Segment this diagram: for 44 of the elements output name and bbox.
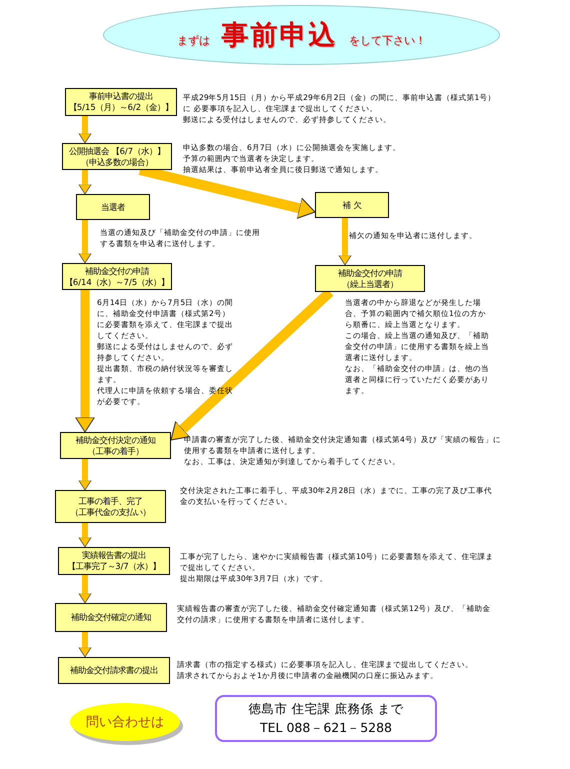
step-label: 実績報告書の提出 [82,550,146,561]
step-box [58,657,170,684]
step-label: （工事の着手） [88,446,144,456]
step-label: 【工事完了～3/7（水）】 [67,561,161,572]
step-box [65,88,177,116]
contact-text: 徳島市 住宅課 庶務係 まで [248,700,404,718]
step-box [58,547,170,575]
step-box [315,265,425,292]
arrow [80,220,90,264]
arrow [340,218,350,266]
arrow [80,632,90,658]
step-box [55,603,167,632]
step-box [55,490,166,523]
step-label: 【5/15（月）～6/2（金）】 [68,102,174,113]
inquiry-ellipse [70,703,180,741]
inquiry-label: 問い合わせは [86,714,164,731]
arrow [78,290,92,432]
step-label: 補助金交付決定の通知 [76,434,156,446]
step-label: 補助金交付確定の通知 [71,612,151,623]
step-box [62,143,172,170]
contact-text: TEL 088－621－5288 [260,718,392,736]
step-box [60,432,171,459]
step-box [76,194,150,220]
arrow [80,575,90,604]
step-label: （申込多数の場合） [81,156,153,168]
step-box [315,192,389,218]
contact-box [215,695,437,742]
arrow [80,116,90,144]
step-label: 【6/14（水）～7/5（水）】 [64,276,170,288]
step-box [62,263,172,290]
arrow [80,170,90,194]
step-label: 当選者 [101,202,125,212]
step-label: 補助金交付の申請 [85,266,149,276]
arrow [80,459,90,490]
title-text: まずは 事前申込 をして下さい！ [177,19,426,53]
step-label: （繰上当選者） [342,278,398,290]
step-label: 補助金交付請求書の提出 [70,665,158,676]
step-label: 補助金交付の申請 [338,268,402,278]
step-label: 事前申込書の提出 [89,91,153,102]
step-label: （工事代金の支払い） [70,506,150,518]
arrow [80,523,90,548]
step-label: 補 欠 [342,200,362,210]
step-label: 工事の着手、完了 [78,496,142,506]
step-label: 公開抽選会 【6/7（水）】 [68,146,166,156]
